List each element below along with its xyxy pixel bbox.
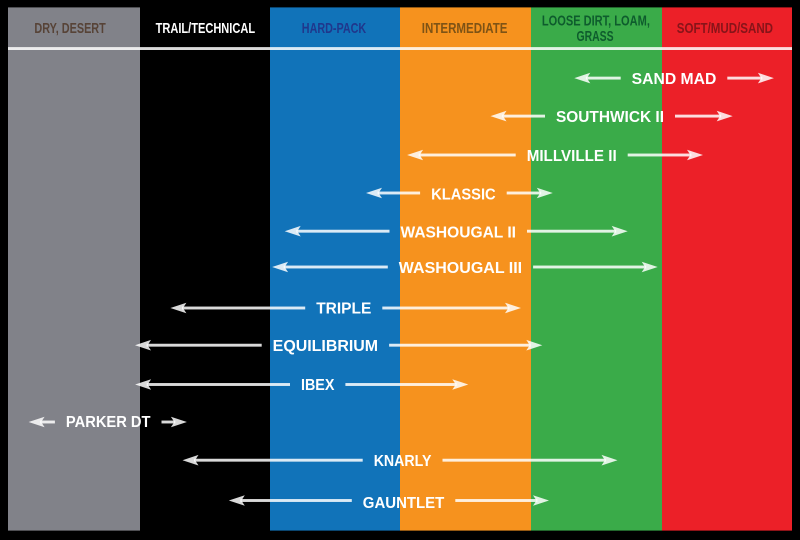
svg-text:IBEX: IBEX [301, 377, 335, 394]
svg-text:SAND MAD: SAND MAD [632, 71, 717, 88]
svg-text:KLASSIC: KLASSIC [431, 186, 496, 203]
svg-text:PARKER DT: PARKER DT [66, 414, 151, 431]
svg-text:TRIPLE: TRIPLE [316, 300, 371, 317]
svg-text:INTERMEDIATE: INTERMEDIATE [422, 20, 508, 37]
svg-text:EQUILIBRIUM: EQUILIBRIUM [273, 338, 378, 355]
svg-text:WASHOUGAL II: WASHOUGAL II [401, 224, 517, 241]
svg-text:KNARLY: KNARLY [374, 453, 432, 470]
svg-text:SOFT/MUD/SAND: SOFT/MUD/SAND [677, 20, 773, 37]
svg-text:GRASS: GRASS [577, 28, 614, 45]
svg-text:LOOSE DIRT, LOAM,: LOOSE DIRT, LOAM, [542, 13, 650, 30]
svg-text:GAUNTLET: GAUNTLET [363, 495, 445, 512]
svg-text:DRY, DESERT: DRY, DESERT [34, 20, 105, 37]
svg-text:HARD-PACK: HARD-PACK [302, 20, 367, 37]
svg-text:MILLVILLE II: MILLVILLE II [527, 148, 617, 165]
svg-text:TRAIL/TECHNICAL: TRAIL/TECHNICAL [156, 20, 256, 37]
svg-text:WASHOUGAL III: WASHOUGAL III [399, 260, 522, 277]
svg-text:SOUTHWICK II: SOUTHWICK II [556, 109, 664, 126]
